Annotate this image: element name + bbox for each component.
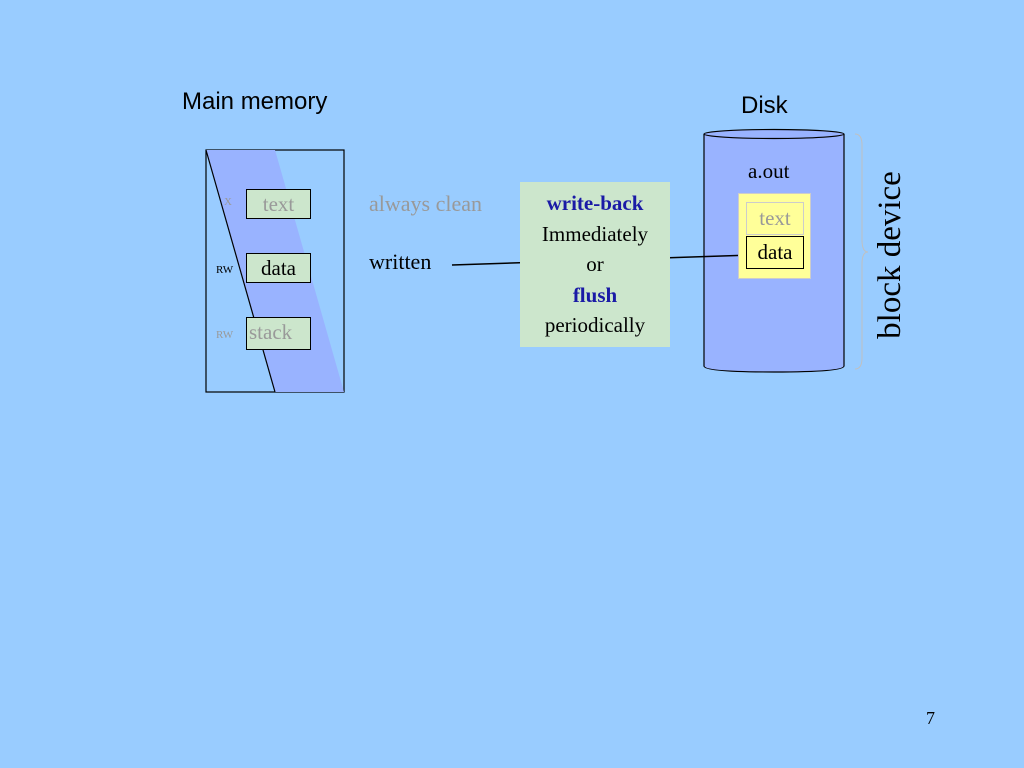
memory-text-label: text [262,192,295,216]
memory-data-label: data [261,256,296,280]
page-number: 7 [926,708,935,728]
block-device-label: block device [872,171,908,339]
write-policy-box: write-back Immediately or flush periodic… [520,182,670,347]
disk-heading: Disk [741,92,788,119]
memory-stack-label: stack [249,320,293,344]
flush-label: flush [572,282,618,307]
disk-text-segment: text [746,202,804,235]
immediately-label: Immediately [541,221,649,246]
always-clean-note: always clean [369,191,482,216]
file-name: a.out [748,159,790,183]
memory-text-segment: text [246,189,311,219]
disk-data-segment: data [746,236,804,269]
disk-data-label: data [757,240,793,264]
or-label: or [586,252,604,276]
memory-slant-edge [205,149,276,393]
write-back-label: write-back [546,191,644,215]
memory-heading: Main memory [182,88,328,115]
disk-text-label: text [759,206,791,230]
data-permission: RW [216,264,234,276]
disk-cylinder-top [703,128,845,140]
periodically-label: periodically [544,313,646,337]
text-permission: X [224,196,232,208]
memory-data-segment: data [246,253,311,283]
written-note: written [369,249,432,274]
stack-permission: RW [216,329,234,341]
memory-stack-segment: stack [246,317,311,350]
brace [854,133,869,370]
